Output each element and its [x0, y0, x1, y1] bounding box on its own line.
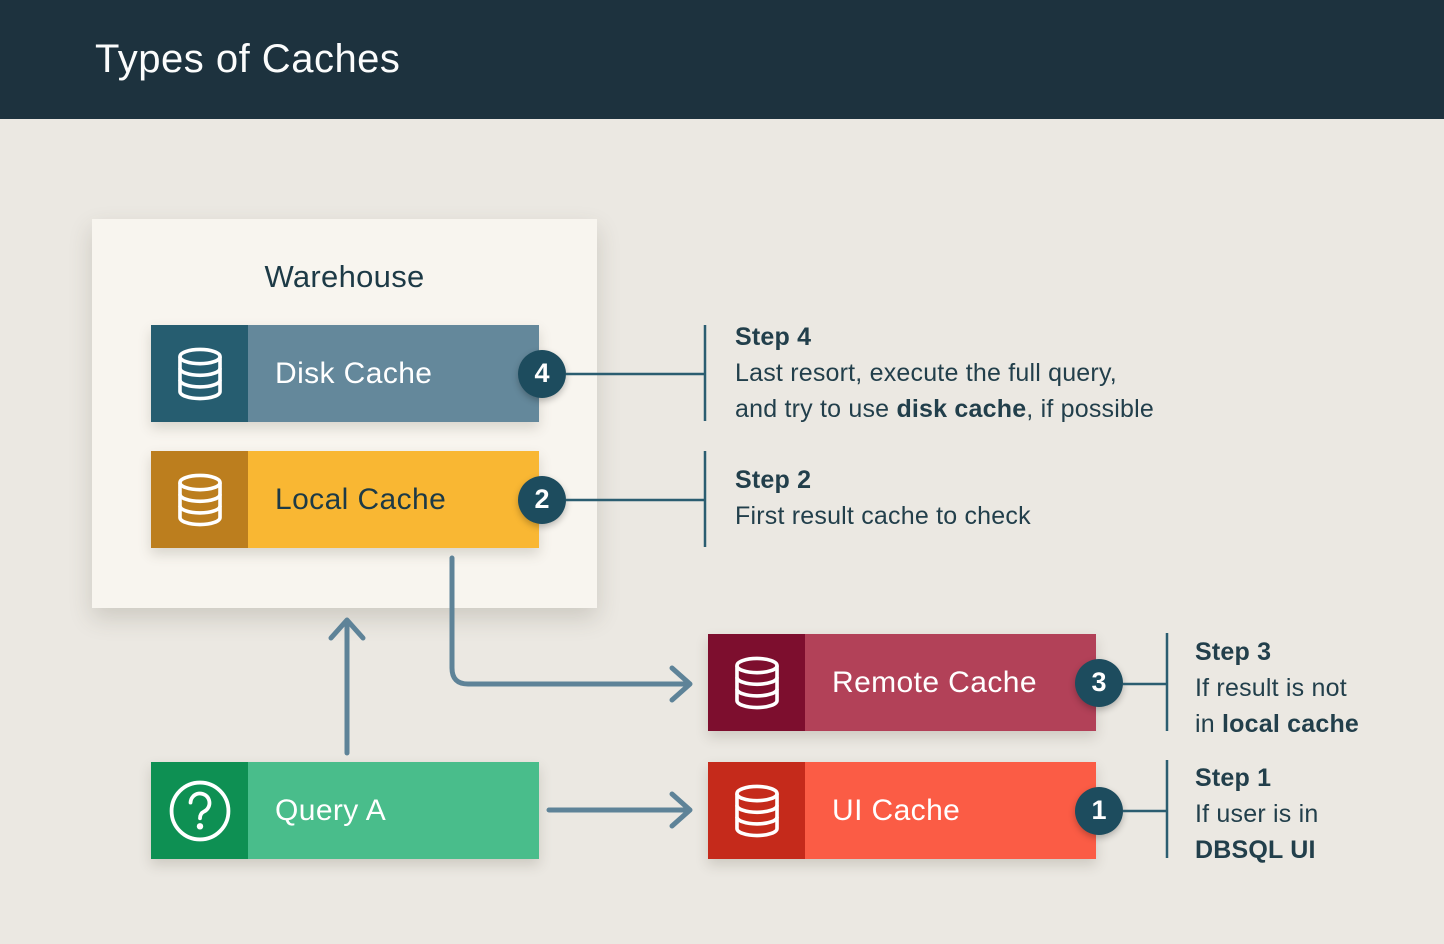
step-1-annotation: Step 1 If user is in DBSQL UI [1195, 760, 1318, 868]
step-1-title: Step 1 [1195, 764, 1272, 792]
disk-cache-label: Disk Cache [248, 325, 539, 422]
step-badge-3: 3 [1075, 658, 1123, 707]
database-icon [734, 656, 779, 709]
disk-cache-icon-cell [151, 325, 248, 422]
arrow-query-to-uicache-head [669, 791, 693, 829]
step-4-line-2: and try to use disk cache, if possible [735, 395, 1154, 423]
step-1-line-2: DBSQL UI [1195, 836, 1316, 864]
local-cache-icon-cell [151, 451, 248, 548]
page-title: Types of Caches [95, 37, 401, 81]
local-cache-bar: Local Cache 2 [151, 451, 566, 548]
database-icon [177, 473, 222, 526]
ui-cache-bar: UI Cache 1 [708, 762, 1123, 859]
remote-cache-icon-cell [708, 634, 805, 731]
step-4-annotation: Step 4 Last resort, execute the full que… [735, 319, 1154, 427]
step-4-title: Step 4 [735, 323, 812, 351]
ui-cache-label: UI Cache [805, 762, 1096, 859]
step-2-title: Step 2 [735, 466, 812, 494]
step-3-title: Step 3 [1195, 638, 1272, 666]
step-3-annotation: Step 3 If result is not in local cache [1195, 634, 1359, 742]
step-1-line-1: If user is in [1195, 800, 1319, 828]
query-a-bar: Query A [151, 762, 539, 859]
remote-cache-bar: Remote Cache 3 [708, 634, 1123, 731]
step-3-line-1: If result is not [1195, 674, 1347, 702]
disk-cache-bar: Disk Cache 4 [151, 325, 566, 422]
database-icon [177, 347, 222, 400]
ui-cache-icon-cell [708, 762, 805, 859]
database-icon [734, 784, 779, 837]
step-2-line-1: First result cache to check [735, 502, 1031, 530]
header-bar: Types of Caches [0, 0, 1444, 119]
warehouse-label: Warehouse [264, 259, 425, 294]
query-a-label: Query A [248, 762, 539, 859]
arrow-query-to-warehouse-head [328, 617, 366, 641]
step-3-line-2: in local cache [1195, 710, 1360, 738]
step-2-annotation: Step 2 First result cache to check [735, 462, 1031, 534]
question-mark-icon [169, 780, 230, 841]
local-cache-label: Local Cache [248, 451, 539, 548]
arrow-localcache-to-remotecache-head [669, 665, 693, 703]
query-a-icon-cell [151, 762, 248, 859]
step-badge-4: 4 [518, 349, 566, 398]
step-badge-2: 2 [518, 475, 566, 524]
remote-cache-label: Remote Cache [805, 634, 1096, 731]
step-badge-1: 1 [1075, 786, 1123, 835]
step-4-line-1: Last resort, execute the full query, [735, 359, 1117, 387]
